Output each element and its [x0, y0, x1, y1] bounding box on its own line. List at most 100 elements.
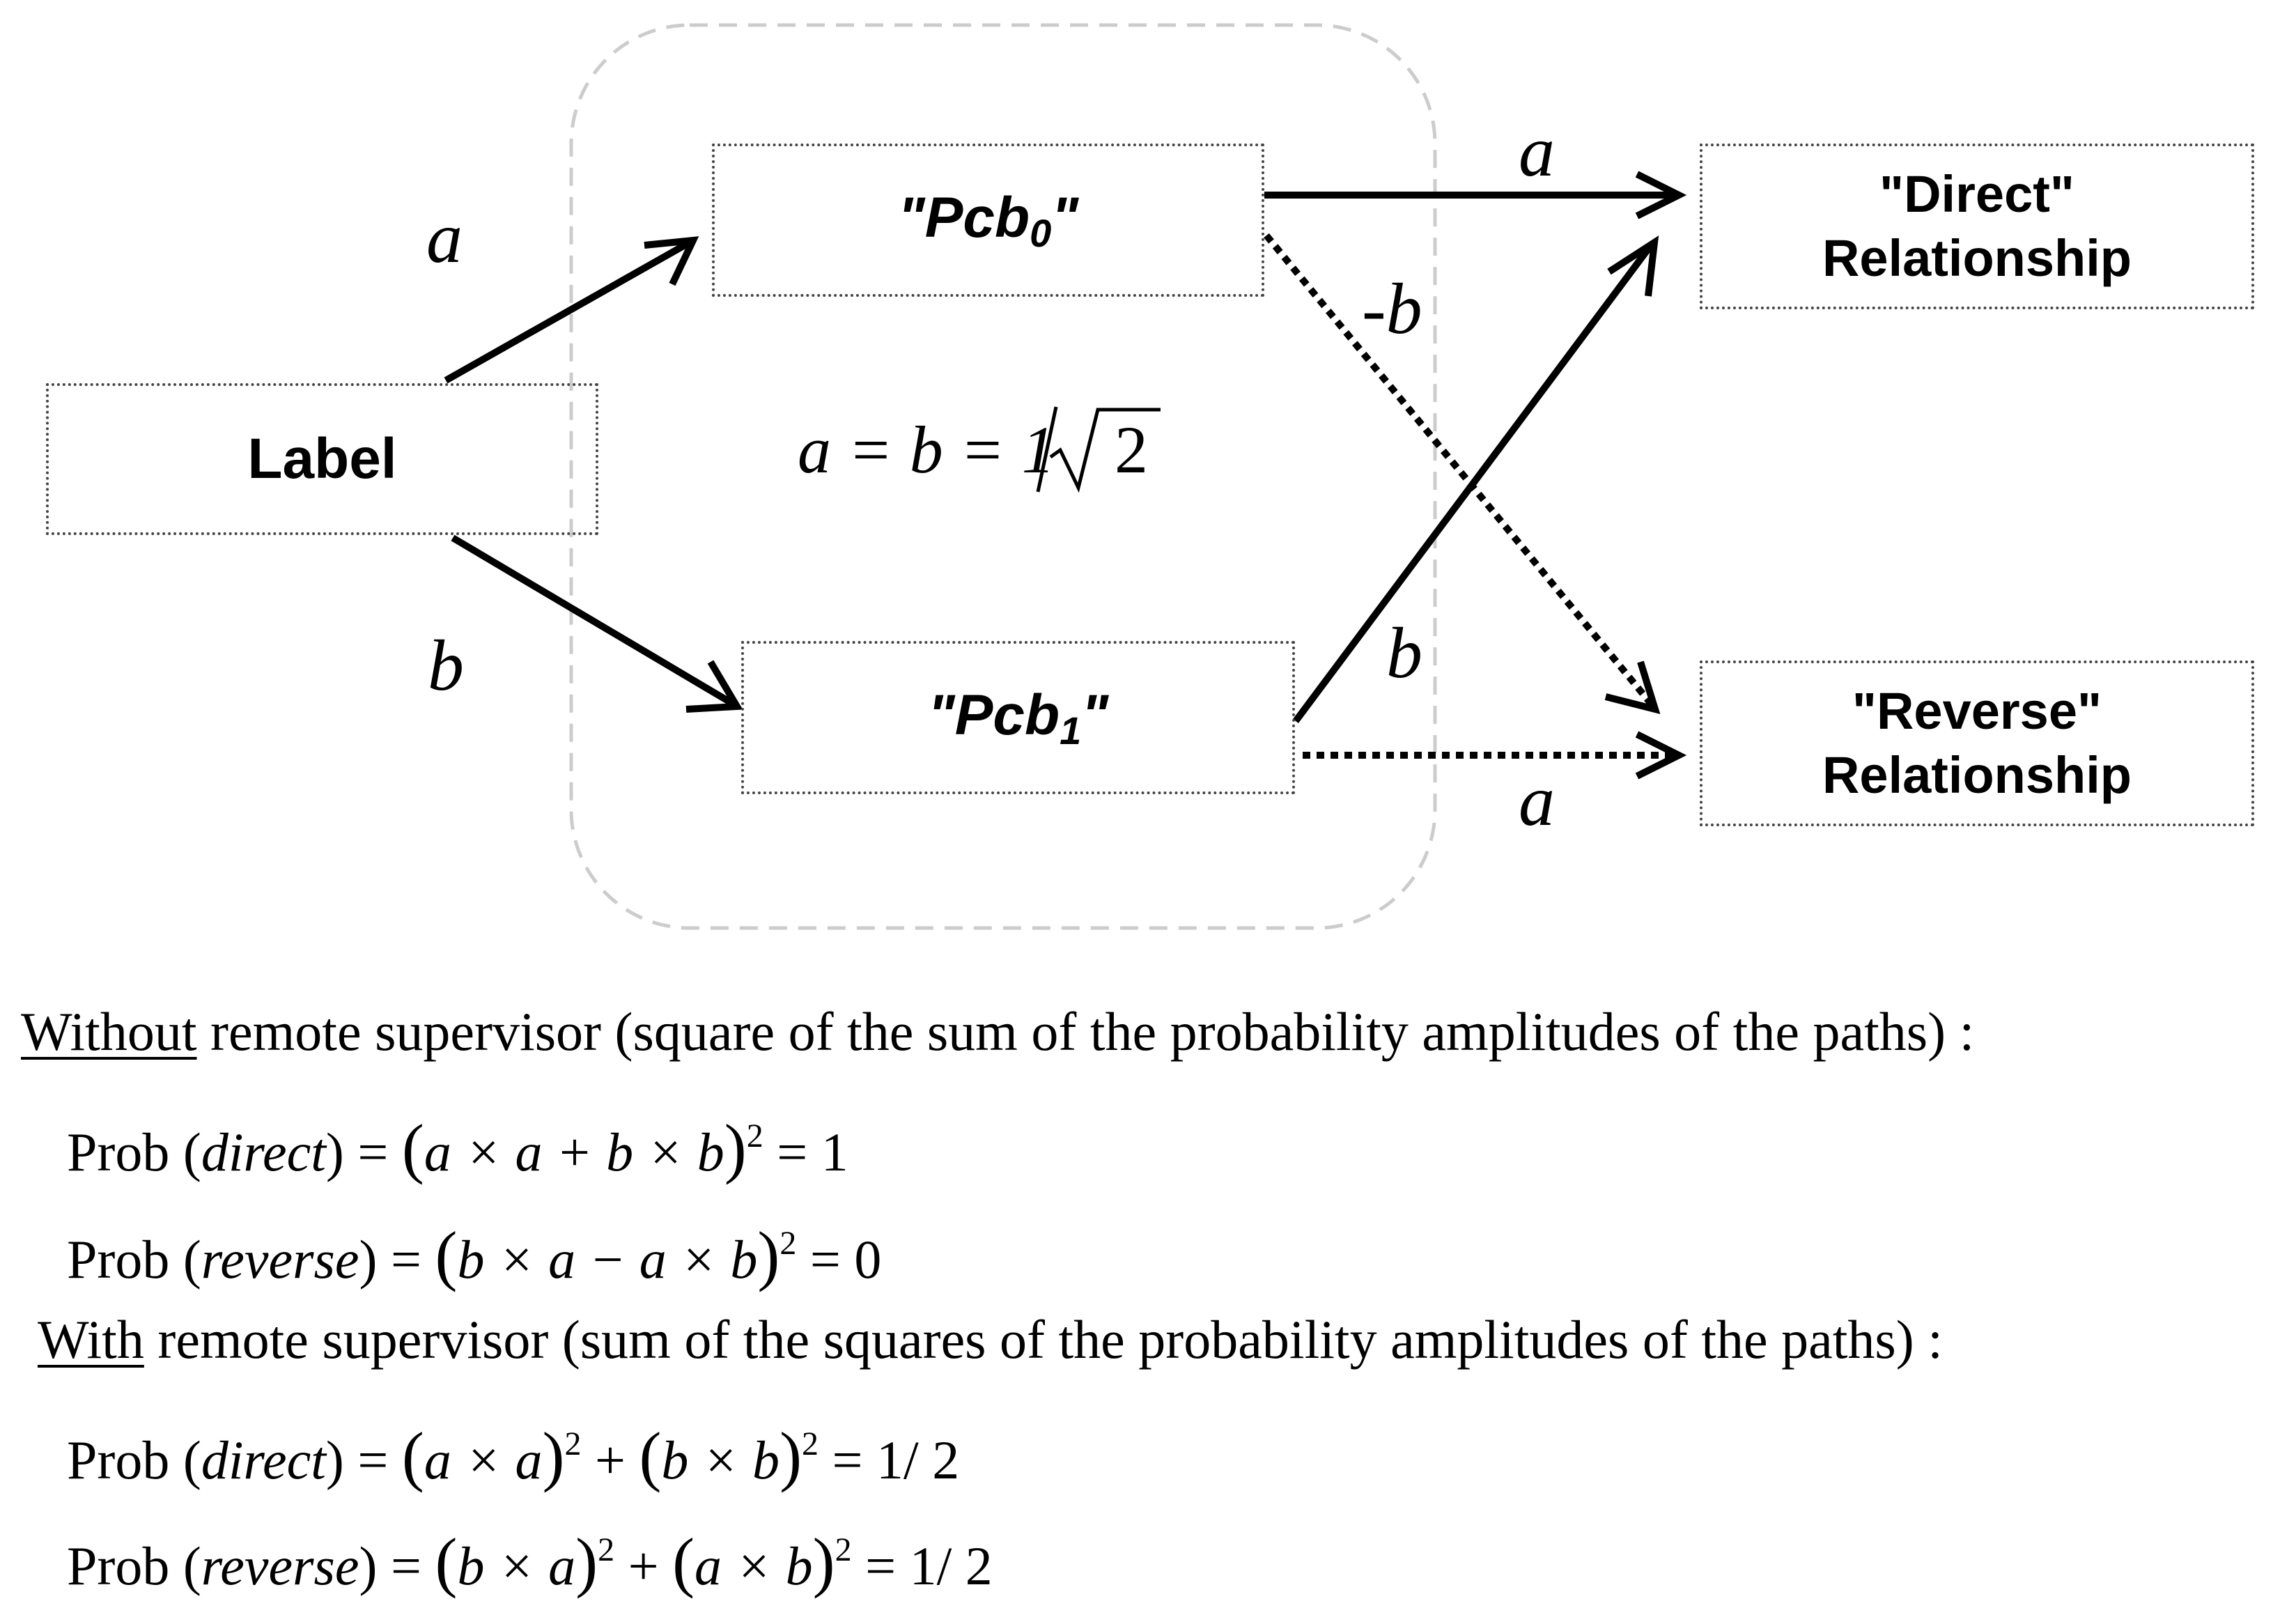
with-underlined: With: [38, 1309, 144, 1370]
eq3-big-open-1: (: [401, 1418, 424, 1493]
eq3-equals: =: [343, 1430, 402, 1490]
eq4-exp2: 2: [835, 1531, 852, 1568]
center-equation-lhs: a = b = 1: [798, 412, 1055, 487]
arrowhead-label-to-pcb0: [644, 236, 699, 286]
eq1-equals: =: [343, 1122, 402, 1182]
arrow-label-to-pcb0: [444, 239, 692, 384]
reverse-line-1: "Reverse": [1852, 681, 2102, 740]
eq4-big-close-2: ): [812, 1524, 835, 1599]
eq3-term2: b × b: [661, 1430, 780, 1490]
arrowhead-pcb0-to-reverse: [1604, 660, 1661, 715]
eq4-paren-close: ): [359, 1536, 378, 1596]
eq2-prob: Prob: [67, 1229, 183, 1290]
eq2-paren-open: (: [183, 1229, 201, 1290]
eq1-big-close: ): [724, 1111, 747, 1185]
quantum-group-outline: [569, 23, 1437, 930]
eq2-equals: =: [377, 1229, 435, 1290]
eq2-big-open: (: [435, 1218, 458, 1292]
diagram-connectors: [444, 23, 1687, 930]
eq3-paren-close: ): [325, 1430, 344, 1490]
without-heading: Without remote supervisor (square of the…: [21, 1000, 1974, 1063]
eq1-paren-open: (: [183, 1122, 201, 1182]
arrow-label-to-pcb1: [451, 534, 735, 707]
arrowhead-label-to-pcb1: [685, 660, 743, 713]
direct-line-2: Relationship: [1822, 229, 2132, 287]
without-heading-rest: remote supervisor (square of the sum of …: [196, 1001, 1975, 1062]
edge-label-pcb0-to-direct: a: [1519, 111, 1555, 192]
eq4-plus: +: [614, 1536, 673, 1596]
eq4-exp1: 2: [598, 1531, 615, 1568]
label-node: Label: [46, 383, 598, 535]
eq1-result: = 1: [763, 1122, 848, 1182]
eq3-big-close-1: ): [542, 1418, 565, 1493]
edge-label-label-to-pcb1: b: [428, 626, 464, 706]
eq2-arg: reverse: [201, 1229, 359, 1290]
eq3-big-close-2: ): [779, 1418, 802, 1493]
direct-line-1: "Direct": [1879, 164, 2074, 223]
eq2-body: b × a − a × b: [457, 1229, 758, 1290]
pcb0-prefix: "Pcb: [897, 185, 1030, 249]
eq4-term2: a × b: [695, 1536, 813, 1596]
pcb1-suffix: ": [1081, 683, 1109, 747]
eq2-exp: 2: [779, 1225, 797, 1262]
eq1-arg: direct: [201, 1122, 326, 1182]
eq1-body: a × a + b × b: [424, 1122, 724, 1182]
center-equation-radicand: 2: [1115, 412, 1148, 487]
with-heading: With remote supervisor (sum of the squar…: [38, 1308, 1943, 1371]
eq3-exp2: 2: [802, 1425, 819, 1462]
eq3-paren-open: (: [183, 1430, 201, 1490]
amplitude-diagram: Label "Pcb0" "Pcb1" "Direct" Relationshi…: [46, 23, 2254, 930]
direct-node-text: "Direct" Relationship: [1822, 162, 2132, 291]
eq-without-reverse: Prob (reverse) = (b × a − a × b)2 = 0: [67, 1216, 881, 1294]
pcb0-node: "Pcb0": [712, 144, 1264, 297]
pcb1-prefix: "Pcb: [927, 683, 1060, 747]
direct-relationship-node: "Direct" Relationship: [1700, 144, 2254, 309]
eq4-prob: Prob: [67, 1536, 183, 1596]
pcb1-node-text: "Pcb1": [928, 683, 1108, 753]
pcb1-node: "Pcb1": [741, 641, 1295, 794]
eq4-arg: reverse: [201, 1536, 359, 1596]
eq1-prob: Prob: [67, 1122, 183, 1182]
eq4-big-open-1: (: [435, 1524, 458, 1599]
eq-with-reverse: Prob (reverse) = (b × a)2 + (a × b)2 = 1…: [67, 1523, 993, 1600]
eq1-exp: 2: [746, 1118, 763, 1154]
eq4-big-close-1: ): [575, 1524, 598, 1599]
eq3-exp1: 2: [564, 1425, 582, 1462]
reverse-line-2: Relationship: [1822, 746, 2132, 804]
without-underlined: Without: [21, 1001, 197, 1062]
eq4-big-open-2: (: [672, 1524, 695, 1599]
pcb0-node-text: "Pcb0": [898, 185, 1078, 256]
pcb0-suffix: ": [1051, 185, 1079, 249]
label-node-text: Label: [247, 427, 397, 490]
eq3-arg: direct: [201, 1430, 326, 1490]
eq2-result: = 0: [796, 1229, 882, 1290]
eq3-big-open-2: (: [639, 1418, 662, 1493]
reverse-relationship-node: "Reverse" Relationship: [1700, 660, 2254, 826]
arrow-pcb0-to-reverse: [1264, 233, 1654, 706]
eq3-result: = 1/ 2: [819, 1430, 960, 1490]
arrowhead-pcb0-to-direct: [1635, 171, 1687, 219]
eq2-big-close: ): [757, 1218, 780, 1292]
eq1-big-open: (: [401, 1111, 424, 1185]
edge-label-pcb0-to-reverse: -b: [1362, 269, 1422, 349]
with-heading-rest: remote supervisor (sum of the squares of…: [144, 1309, 1943, 1370]
eq3-plus: +: [581, 1430, 639, 1490]
eq4-result: = 1/ 2: [851, 1536, 993, 1596]
pcb0-subscript: 0: [1030, 210, 1052, 255]
reverse-node-text: "Reverse" Relationship: [1822, 679, 2132, 808]
eq4-paren-open: (: [183, 1536, 201, 1596]
eq4-term1: b × a: [457, 1536, 576, 1596]
eq3-term1: a × a: [424, 1430, 543, 1490]
eq-with-direct: Prob (direct) = (a × a)2 + (b × b)2 = 1/…: [67, 1417, 959, 1494]
arrowhead-pcb1-to-direct: [1607, 235, 1659, 297]
center-equation-slash: [1036, 406, 1058, 493]
eq-without-direct: Prob (direct) = (a × a + b × b)2 = 1: [67, 1109, 848, 1186]
eq2-paren-close: ): [359, 1229, 378, 1290]
eq1-paren-close: ): [325, 1122, 344, 1182]
edge-label-pcb1-to-direct: b: [1386, 613, 1422, 693]
edge-label-pcb1-to-reverse: a: [1519, 761, 1555, 841]
edge-label-label-to-pcb0: a: [426, 198, 463, 278]
eq4-equals: =: [377, 1536, 435, 1596]
arrowhead-pcb1-to-reverse: [1635, 731, 1687, 780]
sqrt-radical-symbol: [1049, 408, 1161, 493]
